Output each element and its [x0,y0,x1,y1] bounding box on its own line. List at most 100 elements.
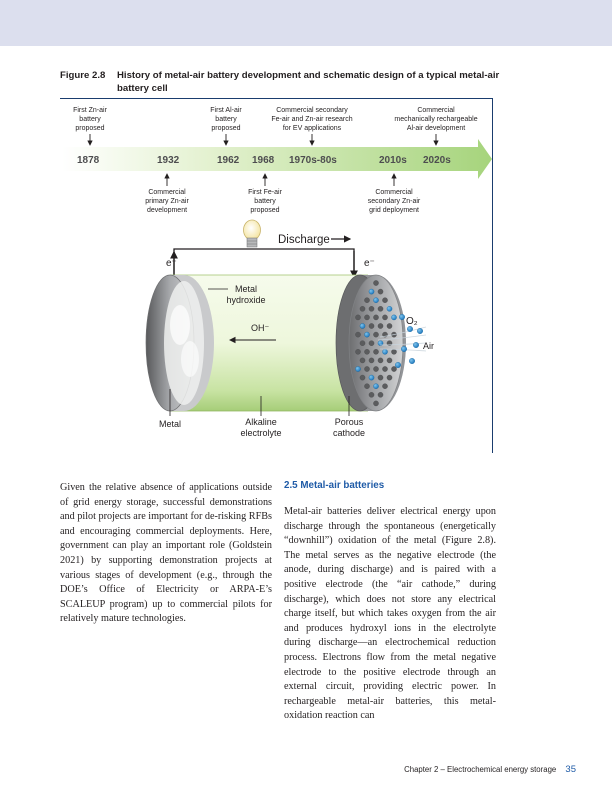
porous-cathode [335,274,406,412]
svg-text:primary Zn-air: primary Zn-air [145,198,189,205]
svg-text:for EV applications: for EV applications [283,125,342,132]
pore [364,383,370,389]
pore [368,288,375,295]
pore [382,366,388,372]
svg-text:development: development [147,207,187,214]
pore [391,366,397,372]
pore [373,383,379,389]
left-column: Given the relative absence of applicatio… [60,481,272,627]
svg-text:Commercial: Commercial [148,189,186,196]
pore [368,306,375,312]
electrolyte-label: electrolyte [240,428,281,438]
pore [355,349,361,355]
figure-label: Figure 2.8 [60,70,106,81]
pore [377,357,384,364]
svg-text:proposed: proposed [211,125,240,132]
pore [359,306,366,312]
oxygen-molecule-icon [409,358,415,364]
event-1962: First Al-air battery proposed [210,107,242,146]
pore [364,314,370,321]
pore [364,349,370,355]
pore [377,306,384,312]
year-label: 1932 [157,155,180,166]
pore [391,314,397,321]
event-1970s: Commercial secondary Fe-air and Zn-air r… [271,107,353,146]
right-column: Metal-air batteries deliver electrical e… [284,505,496,724]
electron-left: e⁻ [166,258,177,269]
event-2020s: Commercial mechanically rechargeable Al-… [394,107,478,146]
pore [382,297,388,303]
figure-graphic: 1878 1932 1962 1968 1970s-80s 2010s 2020… [62,107,492,438]
pore [377,340,384,346]
metal-label: Metal [159,419,181,429]
svg-text:secondary Zn-air: secondary Zn-air [368,198,421,205]
pore [382,314,388,321]
pore [364,331,370,338]
chapter-title: Chapter 2 – Electrochemical energy stora… [404,765,557,774]
pore [355,314,361,321]
pore [359,340,366,346]
pore [377,374,384,381]
pore [382,349,388,355]
pore [359,374,366,381]
svg-text:First Fe-air: First Fe-air [248,189,283,196]
svg-text:Commercial secondary: Commercial secondary [276,107,348,114]
pore [382,383,388,389]
page-footer: Chapter 2 – Electrochemical energy stora… [404,764,576,775]
event-1878: First Zn-air battery proposed [73,107,108,146]
pore [386,357,393,364]
svg-text:proposed: proposed [75,125,104,132]
timeline-years: 1878 1932 1962 1968 1970s-80s 2010s 2020… [77,155,451,166]
light-bulb-icon [243,219,261,248]
figure-frame: 1878 1932 1962 1968 1970s-80s 2010s 2020… [60,98,493,453]
oxygen-molecule-icon [399,314,405,320]
events-below: Commercial primary Zn-air development Fi… [145,173,421,214]
page-number: 35 [565,764,576,775]
year-label: 1970s-80s [289,155,337,166]
oxygen-molecules [395,314,423,368]
pore [364,366,370,372]
svg-text:battery: battery [215,116,237,123]
timeline-arrow [62,139,492,179]
cathode-pores [355,280,397,407]
pore [368,357,375,364]
metal-hydroxide-label: Metal [235,284,257,294]
pore [373,280,379,286]
pore [386,323,393,329]
svg-text:First Zn-air: First Zn-air [73,107,108,114]
event-2010s: Commercial secondary Zn-air grid deploym… [368,173,421,214]
header-band [0,0,612,46]
svg-text:Al-air development: Al-air development [407,125,465,132]
pore [373,366,379,372]
svg-text:mechanically rechargeable: mechanically rechargeable [394,116,477,123]
metal-hydroxide-label: hydroxide [226,295,265,305]
oxygen-molecule-icon [407,326,413,332]
svg-text:Commercial: Commercial [417,107,455,114]
pore [373,349,379,355]
pore [368,374,375,381]
svg-text:First Al-air: First Al-air [210,107,242,114]
oxygen-molecule-icon [395,362,401,368]
air-label: Air [423,341,434,351]
oxygen-label: O₂ [406,316,418,327]
discharge-label: Discharge [278,234,330,246]
cathode-label: cathode [333,428,365,438]
pore [377,392,384,398]
hydroxide-ion-label: OH⁻ [251,323,270,333]
pore [373,400,379,407]
event-1932: Commercial primary Zn-air development [145,173,189,214]
pore [377,323,384,329]
pore [368,392,375,398]
oxygen-molecule-icon [401,346,407,352]
pore [359,357,366,364]
event-1968: First Fe-air battery proposed [248,173,283,214]
pore [368,323,375,329]
year-label: 2020s [423,155,451,166]
pore [391,349,397,355]
pore [373,331,379,338]
component-labels: Metal Alkaline electrolyte Porous cathod… [159,389,365,438]
body-paragraph: Given the relative absence of applicatio… [60,482,272,625]
oxygen-molecule-icon [417,328,423,334]
pore [355,366,361,372]
pore [364,297,370,303]
